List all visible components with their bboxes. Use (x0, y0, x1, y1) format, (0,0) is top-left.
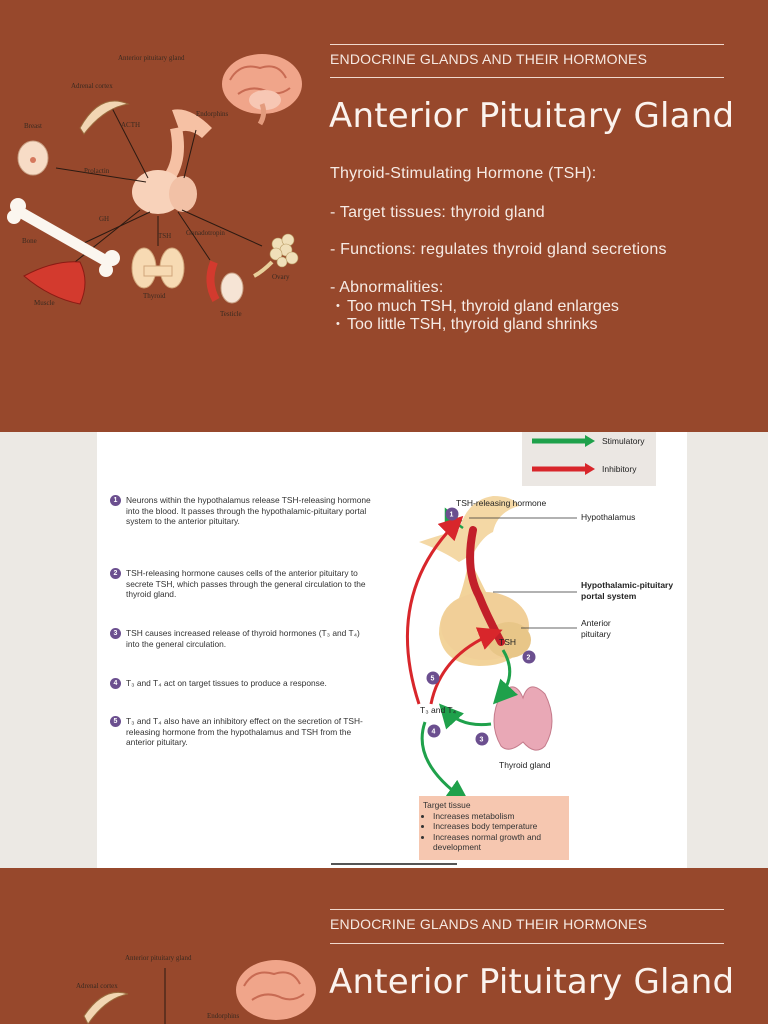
label-hypothalamus: Hypothalamus (581, 512, 635, 522)
step-number: 4 (110, 678, 121, 689)
step-1: 1 Neurons within the hypothalamus release… (110, 495, 373, 527)
thyroid-gland-icon (493, 686, 553, 751)
label-adrenal-cortex: Adrenal cortex (76, 982, 118, 990)
label-testicle: Testicle (220, 310, 242, 318)
muscle-icon (23, 261, 86, 305)
tsh-feedback-figure: Stimulatory Inhibitory 1 (97, 432, 687, 868)
label-thyroid: Thyroid (143, 292, 166, 300)
bullet-too-much-tsh: Too much TSH, thyroid gland enlarges (336, 298, 619, 316)
target-tissues-line: - Target tissues: thyroid gland (330, 204, 545, 221)
label-endorphins: Endorphins (196, 110, 229, 118)
section-kicker: ENDOCRINE GLANDS AND THEIR HORMONES (330, 916, 648, 932)
step-text: T₃ and T₄ act on target tissues to produ… (126, 678, 327, 688)
label-tsh-diagram: TSH (499, 637, 516, 647)
hypothalamus-pituitary-icon (419, 496, 531, 666)
slide-2: Anterior pituitary gland Adrenal cortex … (0, 868, 768, 1024)
step-4: 4 T₃ and T₄ act on target tissues to prod… (110, 678, 373, 689)
anterior-pituitary-targets-diagram-2: Anterior pituitary gland Adrenal cortex … (76, 954, 316, 1024)
arrow-inhibit-hypothalamus (405, 515, 464, 705)
hormone-heading: Thyroid-Stimulating Hormone (TSH): (330, 165, 597, 182)
brain-icon (236, 960, 316, 1020)
step-text: Neurons within the hypothalamus release … (126, 495, 371, 527)
svg-text:3: 3 (480, 737, 484, 744)
step-number: 3 (110, 628, 121, 639)
label-leader-lines (469, 517, 577, 629)
arrow-thyroid-to-t3t4 (438, 703, 492, 730)
svg-text:4: 4 (432, 729, 436, 736)
target-tissue-title: Target tissue (423, 800, 471, 810)
label-pituitary: pituitary (581, 629, 612, 639)
label-anterior-pituitary-gland: Anterior pituitary gland (118, 54, 185, 62)
slide-title: Anterior Pituitary Gland (329, 96, 735, 136)
step-number: 5 (110, 716, 121, 727)
step-2: 2 TSH-releasing hormone causes cells of t… (110, 568, 373, 600)
slide-1: Anterior pituitary gland Adrenal cortex … (0, 0, 768, 432)
effect-item: Increases metabolism (433, 811, 565, 822)
arrow-tsh-to-thyroid (492, 649, 519, 705)
step-5: 5 T₃ and T₄ also have an inhibitory effec… (110, 716, 373, 748)
feedback-diagram: Stimulatory Inhibitory 1 (405, 435, 673, 804)
effect-item: Increases body temperature (433, 821, 565, 832)
arrow-inhibit-pituitary (429, 627, 503, 705)
svg-text:5: 5 (431, 676, 435, 683)
label-prolactin: Prolactin (84, 167, 110, 175)
effect-item: Increases normal growth and development (433, 832, 565, 853)
pituitary-gland-icon (132, 109, 212, 214)
step-number: 2 (110, 568, 121, 579)
target-tissue-effects: Increases metabolism Increases body temp… (423, 811, 565, 853)
label-gh: GH (99, 215, 109, 223)
label-t3-t4: T₃ and T₄ (420, 705, 457, 715)
abnormalities-line: - Abnormalities: (330, 279, 444, 296)
step-text: T₃ and T₄ also have an inhibitory effect… (126, 716, 363, 748)
testicle-icon (206, 260, 244, 304)
legend-inhibitory: Inhibitory (602, 464, 637, 474)
adrenal-cortex-icon (79, 100, 130, 135)
label-gonadotropin: Gonadotropin (186, 229, 225, 237)
anterior-pituitary-targets-diagram: Anterior pituitary gland Adrenal cortex … (7, 54, 302, 318)
label-portal-1: Hypothalamic-pituitary (581, 580, 673, 590)
brain-icon (222, 54, 302, 126)
breast-icon (17, 140, 49, 176)
step-text: TSH-releasing hormone causes cells of th… (126, 568, 366, 600)
stimulatory-arrow-icon (532, 435, 595, 447)
bone-icon (7, 198, 120, 277)
label-muscle: Muscle (34, 299, 55, 307)
ovary-icon (253, 233, 299, 278)
thyroid-icon (131, 247, 185, 289)
label-adrenal-cortex: Adrenal cortex (71, 82, 113, 90)
label-anterior: Anterior (581, 618, 611, 628)
target-arrows (55, 107, 263, 267)
target-tissue-box: Target tissue Increases metabolism Incre… (419, 796, 569, 860)
label-trh: TSH-releasing hormone (456, 498, 547, 508)
legend-stimulatory: Stimulatory (602, 436, 645, 446)
label-thyroid-gland: Thyroid gland (499, 760, 551, 770)
svg-text:1: 1 (450, 512, 454, 519)
functions-line: - Functions: regulates thyroid gland sec… (330, 241, 667, 258)
kicker-rule-bottom (330, 943, 724, 944)
panel-bottom-bar (331, 863, 457, 865)
step-text: TSH causes increased release of thyroid … (126, 628, 360, 649)
label-tsh: TSH (158, 232, 171, 240)
svg-text:2: 2 (527, 655, 531, 662)
label-bone: Bone (22, 237, 37, 245)
label-anterior-pituitary-gland: Anterior pituitary gland (125, 954, 192, 962)
kicker-rule-top (330, 44, 724, 45)
step-number: 1 (110, 495, 121, 506)
diagram-step-markers: 1 2 3 4 5 (426, 507, 536, 746)
kicker-rule-bottom (330, 77, 724, 78)
slide-title: Anterior Pituitary Gland (329, 962, 735, 1002)
inhibitory-arrow-icon (532, 463, 595, 475)
bullet-too-little-tsh: Too little TSH, thyroid gland shrinks (336, 316, 598, 334)
label-breast: Breast (24, 122, 42, 130)
step-3: 3 TSH causes increased release of thyroid… (110, 628, 373, 649)
label-portal-2: portal system (581, 591, 637, 601)
arrow-t3t4-to-target (420, 721, 470, 804)
label-endorphins: Endorphins (207, 1012, 240, 1020)
kicker-rule-top (330, 909, 724, 910)
section-kicker: ENDOCRINE GLANDS AND THEIR HORMONES (330, 51, 648, 67)
label-ovary: Ovary (272, 273, 290, 281)
label-acth: ACTH (121, 121, 140, 129)
